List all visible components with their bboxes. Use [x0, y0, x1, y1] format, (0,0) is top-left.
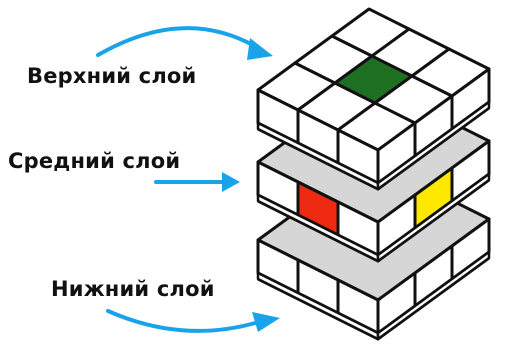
- top-layer-arrow-head: [247, 38, 273, 60]
- top-layer-label: Верхний слой: [27, 64, 196, 88]
- middle-layer-arrow-head: [222, 172, 240, 192]
- bottom-layer-arrow: [108, 311, 262, 331]
- bottom-layer-label: Нижний слой: [51, 277, 215, 301]
- bottom-layer-arrow-head: [252, 312, 280, 332]
- middle-layer-label: Средний слой: [8, 149, 180, 173]
- top-layer-arrow: [98, 28, 258, 55]
